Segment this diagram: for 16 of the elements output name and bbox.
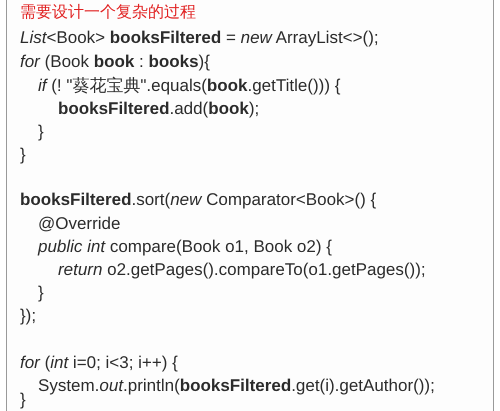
code-line: booksFiltered.add(book); <box>58 99 260 119</box>
code-line: booksFiltered.sort(new Comparator<Book>() { <box>20 190 376 210</box>
code-line: } <box>20 390 26 410</box>
code-line: if (! "葵花宝典".equals(book.getTitle())) { <box>38 76 340 96</box>
code-line: } <box>20 145 26 165</box>
code-line: } <box>38 122 44 142</box>
code-line: for (Book book : books){ <box>20 52 210 72</box>
code-line: System.out.println(booksFiltered.get(i).getAuthor()); <box>38 376 435 396</box>
title: 需要设计一个复杂的过程 <box>20 2 196 22</box>
code-line: List<Book> booksFiltered = new ArrayList<>(); <box>20 28 379 48</box>
code-line: return o2.getPages().compareTo(o1.getPages()); <box>58 260 426 280</box>
code-line: }); <box>20 306 36 326</box>
code-line: public int compare(Book o1, Book o2) { <box>38 237 332 257</box>
code-line: for (int i=0; i<3; i++) { <box>20 353 178 373</box>
code-line: @Override <box>38 214 120 234</box>
code-line: } <box>38 283 44 303</box>
